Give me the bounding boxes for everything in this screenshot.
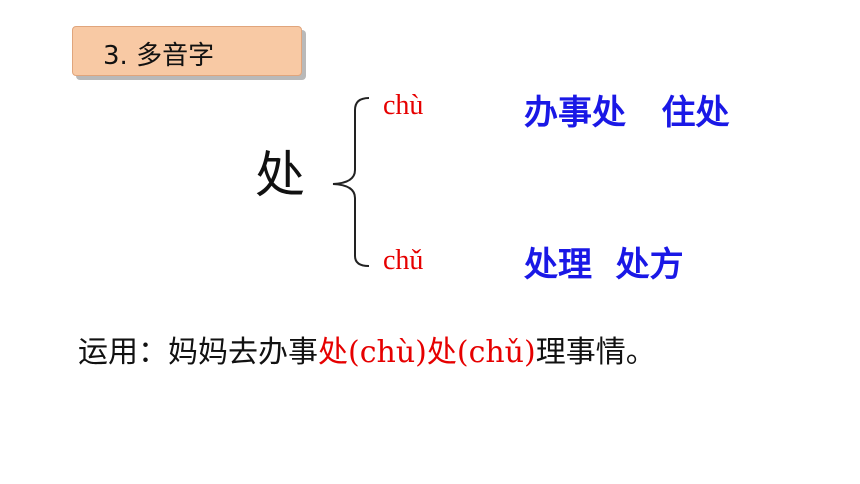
section-tag-label: 3. 多音字 bbox=[103, 41, 215, 71]
section-tag: 3. 多音字 bbox=[72, 26, 302, 76]
reading-2-pinyin: chǔ bbox=[383, 245, 424, 276]
curly-brace bbox=[332, 97, 370, 267]
usage-prefix: 运用：妈妈去办事 bbox=[78, 335, 318, 370]
usage-sentence: 运用：妈妈去办事处(chù)处(chǔ)理事情。 bbox=[78, 338, 656, 368]
usage-pinyin-2: (chǔ) bbox=[456, 335, 536, 370]
usage-char-2: 处 bbox=[426, 335, 457, 370]
reading-1-words: 办事处 住处 bbox=[524, 93, 730, 133]
usage-char-1: 处 bbox=[318, 335, 348, 370]
reading-2-words: 处理 处方 bbox=[524, 245, 684, 285]
usage-suffix: 理事情。 bbox=[535, 335, 656, 370]
usage-pinyin-1: (chù) bbox=[348, 335, 427, 370]
reading-1-pinyin: chù bbox=[383, 90, 424, 121]
main-character: 处 bbox=[255, 146, 305, 204]
